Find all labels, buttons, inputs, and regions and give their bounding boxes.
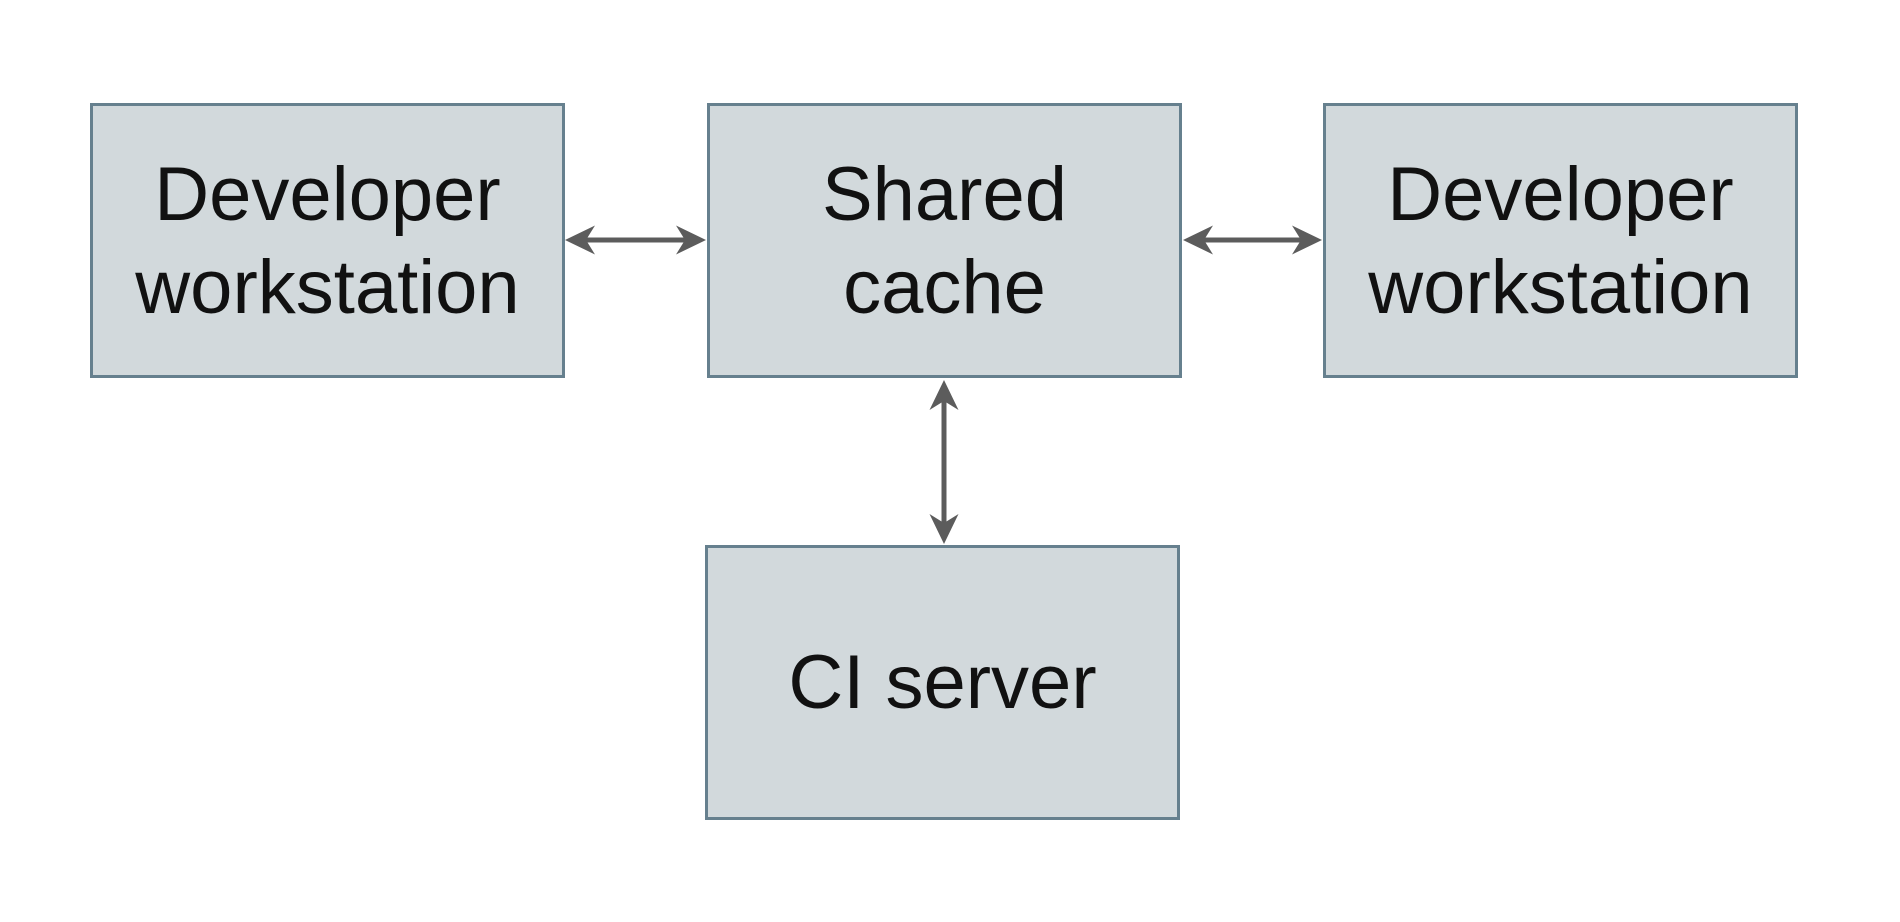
- bidirectional-arrow-shared-cache-to-workstation-right: [1182, 222, 1323, 258]
- bidirectional-arrow-shared-cache-to-ci-server: [926, 379, 962, 545]
- double-arrow-icon: [1183, 225, 1322, 255]
- bidirectional-arrow-workstation-left-to-shared-cache: [564, 222, 707, 258]
- node-shared-cache: Shared cache: [707, 103, 1182, 378]
- node-ci-server: CI server: [705, 545, 1180, 820]
- node-developer-workstation-left: Developer workstation: [90, 103, 565, 378]
- node-label: Shared cache: [821, 151, 1068, 330]
- node-developer-workstation-right: Developer workstation: [1323, 103, 1798, 378]
- double-arrow-icon: [929, 380, 959, 544]
- node-label: CI server: [788, 640, 1097, 725]
- node-label: Developer workstation: [135, 151, 520, 330]
- double-arrow-icon: [565, 225, 706, 255]
- node-label: Developer workstation: [1368, 151, 1753, 330]
